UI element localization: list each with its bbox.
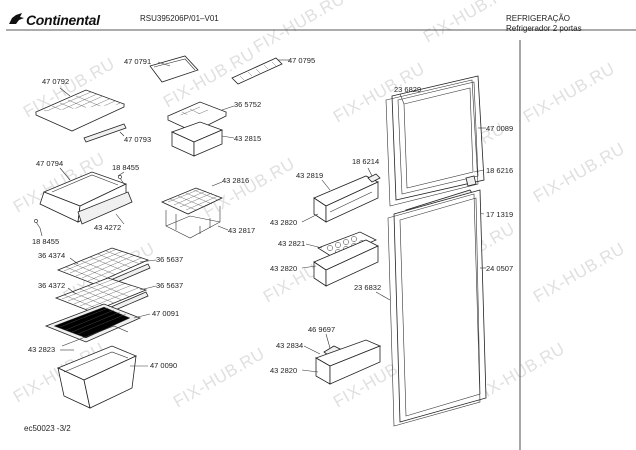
leader-line xyxy=(59,167,71,181)
leader-line xyxy=(301,265,317,269)
part-label: 36 5752 xyxy=(234,100,261,109)
part-label: 18 6216 xyxy=(486,166,513,175)
part-470091-crisper-cover xyxy=(44,303,142,343)
part-label: 36 4374 xyxy=(38,251,65,260)
part-label: 43 2823 xyxy=(28,345,55,354)
leader-line xyxy=(473,169,485,173)
part-432819-door-shelf xyxy=(313,175,379,223)
brand-logo-text: Continental xyxy=(26,12,100,28)
leader-line xyxy=(301,213,319,223)
leader-line xyxy=(59,87,71,97)
part-label: 43 2816 xyxy=(222,176,249,185)
part-label: 18 8455 xyxy=(32,237,59,246)
part-364374-wire-shelf xyxy=(56,247,150,285)
part-label: 47 0795 xyxy=(288,56,315,65)
leader-line xyxy=(39,227,43,237)
part-label: 46 9697 xyxy=(308,325,335,334)
part-label: 36 5637 xyxy=(156,281,183,290)
part-label: 17 1319 xyxy=(486,210,513,219)
part-432823-crisper-frame xyxy=(61,325,129,347)
leader-line xyxy=(221,135,235,139)
part-label: 47 0794 xyxy=(36,159,63,168)
part-label: 43 2820 xyxy=(270,218,297,227)
leader-line xyxy=(305,243,323,249)
part-label: 47 0793 xyxy=(124,135,151,144)
part-432816-wire-rack xyxy=(161,187,224,215)
part-label: 47 0791 xyxy=(124,57,151,66)
part-432815-ice-box xyxy=(170,121,224,157)
leader-line xyxy=(69,257,79,265)
part-188455-screw-bottom xyxy=(34,219,41,229)
part-label: 24 0507 xyxy=(486,264,513,273)
leader-line xyxy=(139,259,157,263)
leader-line xyxy=(325,333,331,349)
part-432817-rack-frame xyxy=(165,206,221,239)
leader-line xyxy=(399,93,405,105)
part-186216-hinge xyxy=(465,175,477,187)
part-470089-freezer-door xyxy=(391,75,485,201)
leader-line xyxy=(221,105,235,111)
part-label: 43 2819 xyxy=(296,171,323,180)
leader-line xyxy=(139,285,157,291)
part-186214-clip xyxy=(367,173,381,183)
part-236832-fridge-gasket xyxy=(387,193,481,427)
leader-line xyxy=(67,287,77,295)
part-label: 47 0090 xyxy=(150,361,177,370)
part-label: 36 4372 xyxy=(38,281,65,290)
part-label: 43 2834 xyxy=(276,341,303,350)
part-label: 43 2820 xyxy=(270,264,297,273)
part-label: 23 6832 xyxy=(354,283,381,292)
leader-line xyxy=(119,131,125,137)
leader-line xyxy=(301,369,319,373)
leader-line xyxy=(117,171,125,177)
leader-line xyxy=(115,213,125,225)
leader-line xyxy=(217,225,229,231)
part-470792-wire-shelf xyxy=(35,89,126,132)
part-label: 43 4272 xyxy=(94,223,121,232)
leader-line xyxy=(367,167,373,177)
part-label: 43 2817 xyxy=(228,226,255,235)
part-label: 47 0792 xyxy=(42,77,69,86)
subtitle: Refrigerador 2 portas xyxy=(506,24,582,33)
leader-line xyxy=(321,179,331,191)
part-240507-fridge-door xyxy=(393,189,487,423)
part-470090-crisper-drawer xyxy=(56,345,137,409)
part-label: 47 0089 xyxy=(486,124,513,133)
leader-line xyxy=(133,313,151,319)
leader-line xyxy=(303,345,321,355)
part-label: 23 6829 xyxy=(394,85,421,94)
leader-line xyxy=(157,61,171,67)
leader-line xyxy=(375,291,391,301)
part-label: 18 8455 xyxy=(112,163,139,172)
part-label: 18 6214 xyxy=(352,157,379,166)
part-label: 43 2815 xyxy=(234,134,261,143)
footer-code: ec50023 -3/2 xyxy=(24,424,71,433)
category-title: REFRIGERAÇÃO xyxy=(506,14,571,23)
part-470795-strip xyxy=(231,57,283,85)
part-432834-bottle-shelf xyxy=(315,339,382,385)
part-label: 43 2821 xyxy=(278,239,305,248)
part-label: 36 5637 xyxy=(156,255,183,264)
part-470791-cover xyxy=(149,55,199,83)
part-365752-ice-tray xyxy=(167,101,227,133)
part-236829-freezer-gasket xyxy=(385,79,479,207)
part-470793-trim xyxy=(83,123,127,143)
part-434272-flap xyxy=(77,191,133,225)
leader-line xyxy=(211,181,223,187)
part-label: 47 0091 xyxy=(152,309,179,318)
part-364372-wire-shelf xyxy=(54,277,148,313)
part-188455-screw-top xyxy=(118,175,125,185)
part-label: 43 2820 xyxy=(270,366,297,375)
continental-horse-logo-icon xyxy=(9,13,24,24)
model-number: RSU395206P/01–V01 xyxy=(140,14,219,23)
part-432820-door-shelf-middle xyxy=(313,239,379,287)
